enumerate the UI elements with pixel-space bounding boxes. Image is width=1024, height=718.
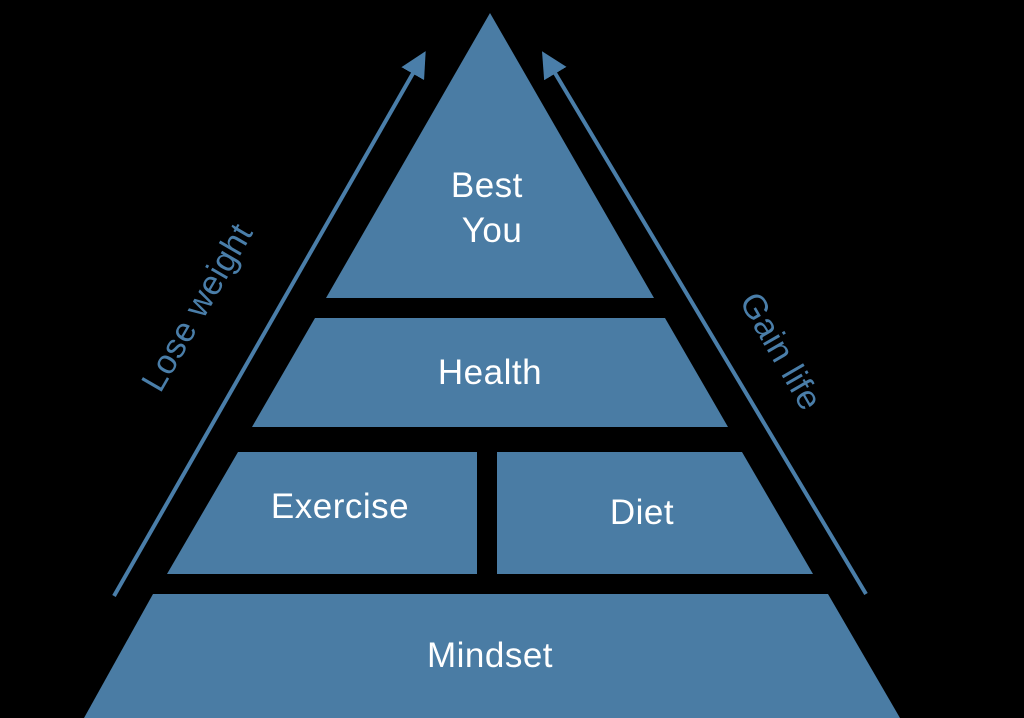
right-up-arrow — [542, 51, 868, 596]
level-label-health: Health — [438, 353, 542, 392]
left-up-arrow — [112, 51, 426, 597]
level-label-diet: Diet — [610, 493, 674, 532]
level-label-best-you: Best You — [451, 166, 533, 250]
pyramid-level-exercise — [167, 452, 477, 574]
pyramid-level-mindset — [84, 594, 900, 718]
level-label-mindset: Mindset — [427, 636, 553, 675]
pyramid-level-diet — [497, 452, 813, 574]
pyramid-level-best-you — [326, 13, 654, 298]
pyramid-level-health — [252, 318, 728, 427]
level-label-exercise: Exercise — [271, 487, 409, 526]
